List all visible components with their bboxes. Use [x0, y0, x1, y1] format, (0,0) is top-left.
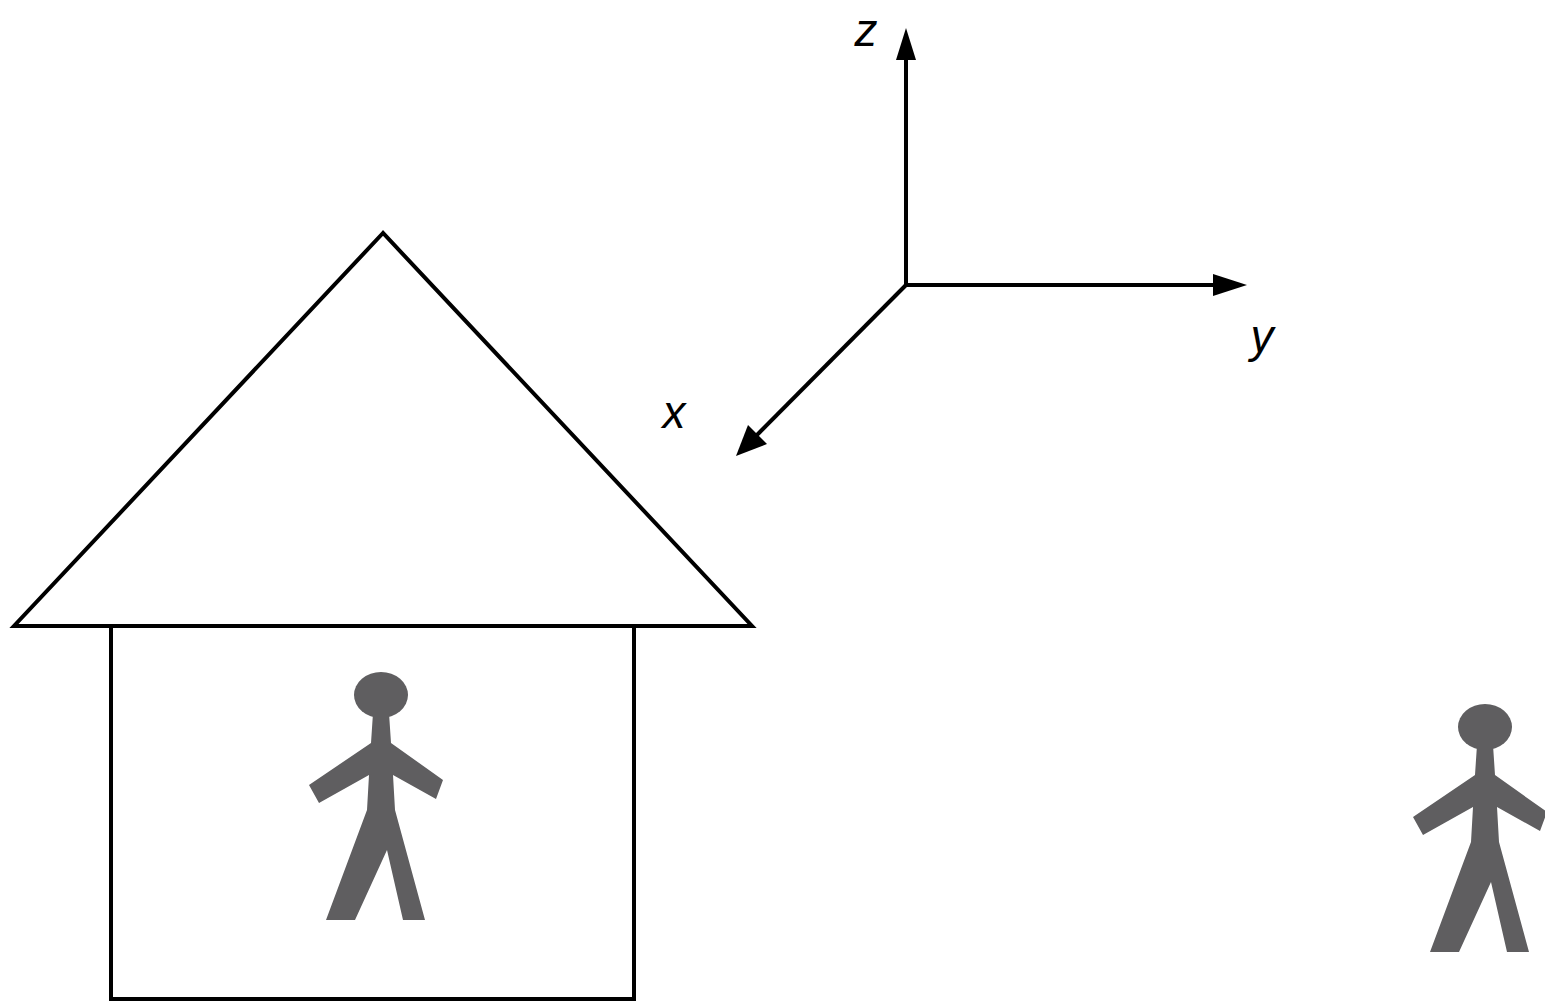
- x-axis: [752, 285, 906, 440]
- z-arrowhead: [896, 28, 916, 60]
- house-roof: [14, 233, 752, 626]
- person-figure: [1413, 704, 1545, 952]
- z-axis: [904, 52, 908, 285]
- y-axis: [906, 283, 1222, 287]
- person-figure: [309, 672, 443, 920]
- house: [14, 233, 752, 999]
- x-arrowhead: [736, 425, 767, 456]
- axis-label: x: [663, 389, 686, 435]
- y-arrowhead: [1213, 274, 1247, 296]
- axis-label: y: [1251, 313, 1274, 359]
- axis-label: z: [855, 7, 878, 53]
- coordinate-axes: [736, 28, 1247, 456]
- house-wall: [111, 626, 634, 999]
